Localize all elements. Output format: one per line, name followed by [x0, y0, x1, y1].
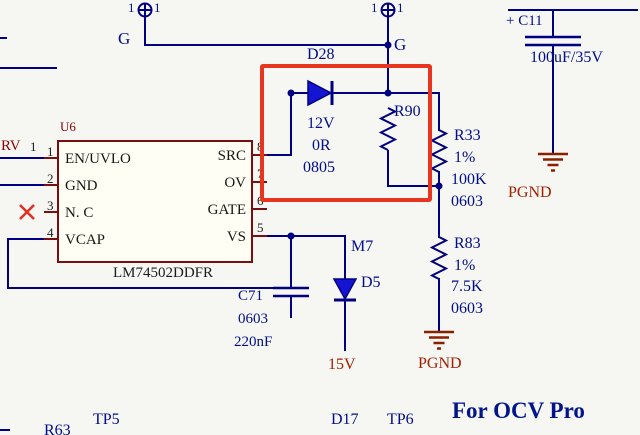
u6-pin-name: VS — [226, 229, 246, 245]
u6-designator: U6 — [60, 119, 76, 134]
tp6-label: TP6 — [387, 411, 414, 428]
u6-pin-name: VCAP — [65, 232, 106, 248]
r83-tolerance: 1% — [454, 257, 476, 274]
tp2-pin-mark: 1 — [371, 0, 378, 15]
pgnd-label-r83: PGND — [418, 355, 462, 372]
d17-designator: D17 — [331, 411, 359, 428]
c11-capacitor-symbol — [525, 35, 581, 47]
rv-designator: RV — [1, 138, 21, 154]
tp1-pin-mark: 1 — [154, 0, 161, 15]
r83-value: 7.5K — [451, 278, 483, 295]
wire-layer — [0, 9, 638, 431]
c71-package: 0603 — [238, 311, 268, 327]
tp1-pin-mark: 1 — [128, 0, 135, 15]
r83-package: 0603 — [451, 300, 483, 317]
net-label-g2: G — [394, 35, 407, 54]
net-label-15v: 15V — [328, 356, 356, 373]
no-erc-marker — [19, 204, 35, 220]
r33-resistor-symbol — [429, 129, 449, 173]
u6-pin-number: 5 — [257, 220, 264, 235]
r33-package: 0603 — [451, 193, 483, 210]
u6-pin-name: GND — [65, 178, 98, 194]
r33-tolerance: 1% — [454, 149, 476, 166]
c71-designator: C71 — [238, 288, 264, 304]
pgnd-ground-symbol-r83 — [424, 330, 454, 350]
d5-designator: D5 — [361, 274, 381, 291]
u6-pin-name: SRC — [217, 148, 246, 164]
r83-resistor-symbol — [429, 236, 449, 280]
testpoint-1-symbol — [137, 2, 153, 18]
r33-value: 100K — [451, 171, 487, 188]
u6-pin-name: N. C — [65, 205, 94, 221]
pgnd-label-c11: PGND — [508, 184, 552, 201]
c11-value: 100uF/35V — [530, 49, 603, 66]
highlight-box — [260, 64, 432, 202]
d28-value: 12V — [307, 115, 335, 132]
tp5-label: TP5 — [93, 411, 120, 428]
junction-dots — [287, 41, 443, 240]
r33-designator: R33 — [454, 127, 481, 144]
u6-pin-name: GATE — [207, 202, 246, 218]
m7-designator: M7 — [351, 238, 374, 255]
net-label-g1: G — [118, 29, 131, 48]
u6-pin-number: 3 — [47, 198, 54, 213]
u6-part-number: LM74502DDFR — [113, 265, 214, 281]
c11-designator: + C11 — [506, 13, 543, 29]
u6-pin-number: 2 — [47, 171, 54, 186]
d5-diode-symbol — [332, 278, 358, 302]
testpoint-2-symbol — [380, 2, 396, 18]
u6-component-body: EN/UVLO GND N. C VCAP SRC OV GATE VS — [57, 140, 253, 263]
d28-diode-symbol — [307, 79, 334, 107]
r90-value: 0R — [312, 137, 331, 154]
u6-pin-stubs — [44, 154, 267, 240]
u6-pin-name: OV — [224, 175, 246, 191]
pgnd-ground-symbol-c11 — [538, 152, 568, 172]
tp2-pin-mark: 1 — [397, 0, 404, 15]
r90-resistor-symbol — [378, 107, 398, 151]
u6-pin-name: EN/UVLO — [65, 151, 131, 167]
c71-value: 220nF — [234, 334, 273, 350]
r83-designator: R83 — [454, 235, 481, 252]
u6-pin-number: 1 — [47, 144, 54, 159]
r63-designator: R63 — [44, 422, 71, 435]
r90-designator: R90 — [394, 103, 421, 120]
u6-pin-number: 4 — [47, 225, 54, 240]
ocv-annotation: For OCV Pro — [452, 398, 585, 423]
d28-designator: D28 — [307, 46, 335, 63]
r90-package: 0805 — [303, 159, 335, 176]
rv-pin-number: 1 — [30, 139, 37, 154]
c71-capacitor-symbol — [273, 286, 309, 298]
